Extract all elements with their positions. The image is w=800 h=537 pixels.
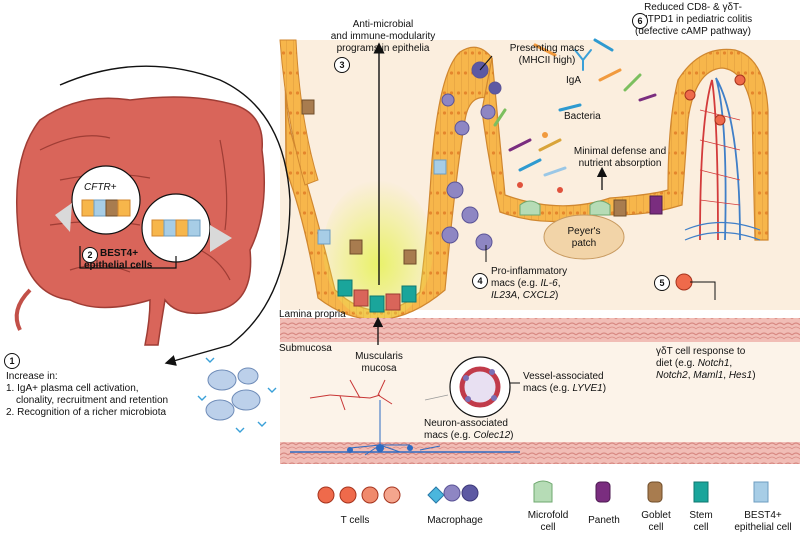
gdt-callout-line [690,281,716,300]
increase-list: Increase in: 1. IgA+ plasma cell activat… [6,371,169,418]
outer-muscle-band [280,442,800,464]
step-6-badge: 6 [632,13,648,29]
iga-label: IgA [566,75,582,86]
legend-tcells: T cells [340,515,370,526]
microfold-cells [519,200,611,216]
step-1-badge: 1 [4,353,20,369]
legend-icons [317,480,769,504]
submucosa-region [280,342,800,442]
bacteria-illustrations [493,38,657,193]
legend-paneth: Paneth [588,515,620,526]
legend-best4: BEST4+epithelial cell [734,510,792,533]
best4-callout-line2: epithelial cells [84,260,153,271]
presenting-macs-label: Presenting macs(MHCII high) [509,43,585,66]
colon-illustration [14,65,291,366]
crypt-base-cells [301,99,663,313]
lamina-propria-label: Lamina propria [279,309,346,320]
vessel-inset [424,356,511,418]
reduced-entpd1-label: Reduced CD8- & γδT-ENTPD1 in pediatric c… [633,2,753,37]
best4-callout-line1: BEST4+ [100,248,139,259]
step-5-badge: 5 [654,275,670,291]
bacteria-label: Bacteria [564,111,601,122]
muscularis-band [280,318,800,342]
presenting-callout-line [479,55,493,71]
legend-macrophage: Macrophage [427,515,483,526]
step-3-badge: 3 [334,57,350,73]
peyers-patch-shape [543,214,625,260]
step-4-badge: 4 [472,273,488,289]
step-2-badge: 2 [82,247,98,263]
neurons [309,379,441,456]
submucosa-label: Submucosa [279,343,332,354]
plasma-cells [197,357,277,433]
cftr-label: CFTR+ [84,182,117,193]
t-cells-scene [675,74,746,291]
